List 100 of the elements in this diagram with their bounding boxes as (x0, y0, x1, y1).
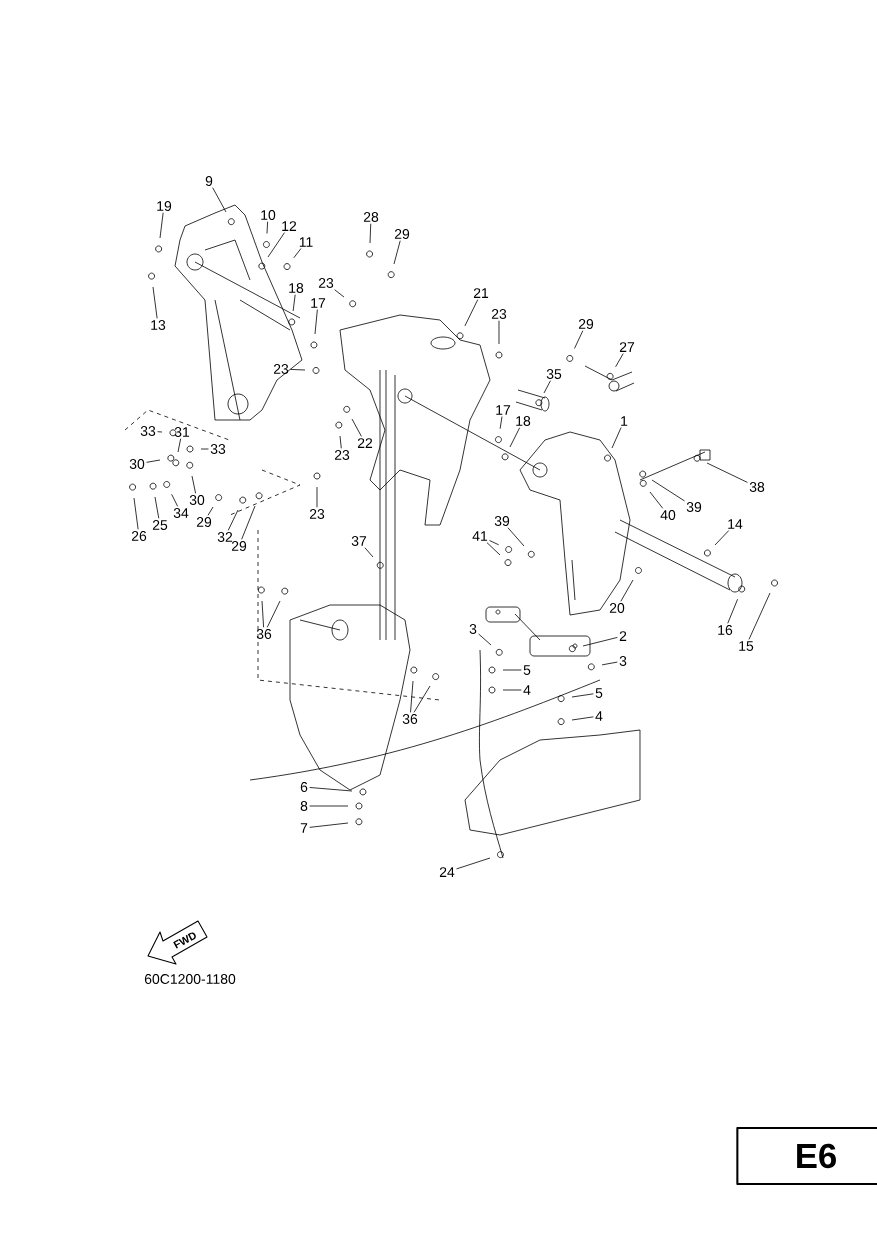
leader-line (266, 600, 281, 628)
leader-line (177, 438, 182, 453)
leader-line (571, 693, 594, 698)
callout-number: 35 (546, 369, 562, 379)
leader-line (456, 857, 491, 870)
callout-number: 3 (469, 624, 477, 634)
leader-line (241, 505, 256, 540)
leader-line (292, 294, 296, 312)
leader-line (316, 486, 318, 508)
leader-line (314, 309, 318, 335)
callout-number: 23 (318, 278, 334, 288)
callout-number: 27 (619, 342, 635, 352)
leader-line (509, 427, 521, 448)
leader-line (464, 299, 479, 327)
callout-number: 2 (619, 631, 627, 641)
callout-number: 22 (357, 438, 373, 448)
callout-number: 12 (282, 221, 297, 231)
leader-line (339, 435, 342, 449)
callout-number: 40 (660, 510, 676, 520)
leader-line (309, 805, 349, 807)
leader-line (478, 633, 492, 646)
callout-number: 25 (152, 520, 168, 530)
leader-line (615, 353, 624, 368)
leader-line (159, 212, 164, 239)
leader-line (309, 822, 349, 828)
callout-number: 30 (129, 459, 145, 469)
callout-number: 32 (217, 532, 233, 542)
leader-line (489, 540, 500, 546)
callout-number: 24 (439, 867, 455, 877)
callout-number: 39 (494, 516, 510, 526)
leader-line (393, 240, 401, 265)
leader-line (502, 689, 522, 691)
callout-number: 21 (473, 288, 489, 298)
callout-number: 39 (686, 502, 702, 512)
callout-number: 26 (131, 531, 147, 541)
callout-number: 18 (289, 283, 304, 293)
callout-number: 4 (595, 711, 603, 721)
callout-number: 23 (491, 309, 507, 319)
callout-number: 29 (231, 541, 247, 551)
leader-line (748, 592, 771, 640)
leader-line (649, 491, 664, 509)
leader-line (261, 600, 264, 628)
callout-number: 13 (151, 320, 166, 330)
leader-line (714, 530, 730, 546)
leader-line (543, 380, 551, 394)
leader-line (227, 509, 239, 531)
callout-number: 19 (157, 201, 172, 211)
leader-line (498, 320, 500, 345)
part-number: 60C1200-1180 (144, 974, 236, 984)
leader-line (133, 497, 139, 530)
callout-number: 38 (749, 482, 765, 492)
leader-line (706, 462, 748, 483)
leader-line (727, 598, 738, 624)
leader-line (351, 418, 362, 437)
callout-number: 14 (728, 519, 743, 529)
leader-line (191, 475, 196, 494)
leader-line (571, 716, 594, 721)
callout-number: 23 (309, 509, 325, 519)
callout-number: 37 (351, 536, 367, 546)
leader-line (146, 459, 161, 463)
leader-line (334, 289, 345, 298)
callout-number: 33 (140, 426, 156, 436)
leader-line (582, 637, 618, 647)
leader-line (293, 248, 302, 259)
callout-number: 3 (619, 656, 627, 666)
callout-number: 29 (578, 319, 594, 329)
leader-line (212, 187, 227, 213)
callout-number: 1 (621, 416, 628, 426)
callout-number: 8 (300, 801, 308, 811)
callout-number: 16 (718, 625, 733, 635)
leader-line (601, 661, 618, 666)
callout-number: 15 (739, 641, 754, 651)
leader-line (364, 547, 374, 558)
direction-label: FWD (173, 932, 196, 949)
callout-number: 18 (516, 416, 531, 426)
callout-number: 41 (472, 531, 488, 541)
callout-number: 23 (334, 450, 350, 460)
leader-line (507, 527, 525, 547)
callout-number: 36 (402, 714, 418, 724)
leader-line (200, 448, 209, 450)
leader-line (611, 427, 622, 449)
callout-number: 34 (173, 508, 189, 518)
leader-line (574, 330, 584, 349)
callout-number: 30 (189, 495, 205, 505)
leader-line (154, 496, 160, 519)
leader-line (207, 506, 214, 516)
leader-line (410, 680, 414, 713)
callout-number: 9 (205, 176, 213, 186)
callout-number: 36 (256, 629, 272, 639)
callout-number: 17 (311, 298, 326, 308)
callout-number: 29 (394, 229, 410, 239)
leader-line (267, 232, 285, 258)
callout-number: 4 (523, 685, 531, 695)
callout-number: 6 (300, 782, 308, 792)
callout-number: 5 (523, 665, 531, 675)
callout-number: 17 (496, 405, 511, 415)
leader-line (486, 542, 501, 556)
leader-line (369, 223, 372, 244)
callout-number: 7 (300, 823, 308, 833)
leader-line (171, 493, 179, 507)
